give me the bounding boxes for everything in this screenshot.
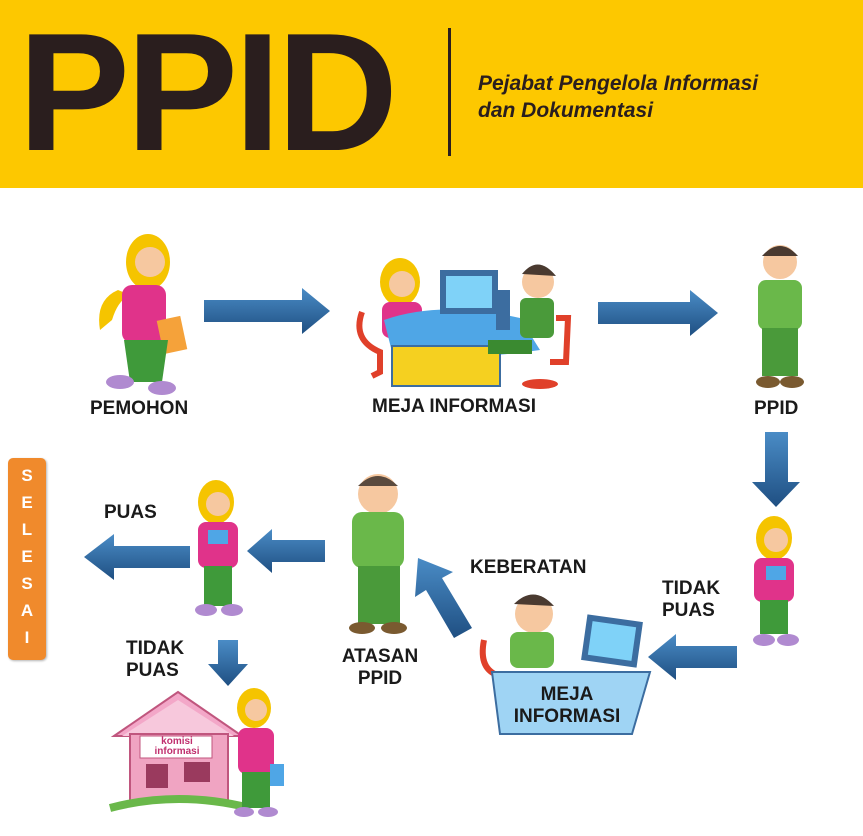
selesai-letter: A [20,601,34,620]
label-meja-informasi-bottom: MEJA INFORMASI [492,684,642,728]
label-tidak-puas-left-line-1: TIDAK [126,638,185,659]
ppid-figure [756,245,804,388]
komisi-informasi-sign: komisi informasi [142,737,212,757]
label-meja-informasi-bottom-line-1: MEJA [540,684,594,705]
arrow-meja-to-ppid [598,290,718,336]
arrow-atasan-to-person [247,529,325,573]
label-meja-informasi-bottom-line-2: INFORMASI [513,706,621,727]
tagline: Pejabat Pengelola Informasi dan Dokument… [478,70,758,124]
komisi-sign-line-1: komisi [161,736,193,747]
meja-informasi-top-figure [356,258,572,389]
selesai-letter: S [21,574,33,593]
komisi-informasi-building [108,690,251,812]
label-tidak-puas-left: TIDAK PUAS [126,638,184,682]
atasan-ppid-figure [349,474,407,634]
selesai-letter: I [24,628,30,647]
header-banner: PPID Pejabat Pengelola Informasi dan Dok… [0,0,863,188]
pemohon-komisi-figure [234,688,284,817]
label-tidak-puas-right-line-1: TIDAK [662,578,721,599]
komisi-sign-line-2: informasi [154,746,200,757]
selesai-letter: E [21,493,33,512]
tagline-line-2: dan Dokumentasi [478,99,654,122]
label-tidak-puas-right-line-2: PUAS [662,600,715,621]
banner-divider [448,28,451,156]
arrow-tidak-puas-down [208,640,248,686]
label-atasan-ppid-line-2: PPID [357,668,403,689]
selesai-letter: S [21,466,33,485]
meja-informasi-bottom-figure [479,594,652,735]
selesai-letter: E [21,547,33,566]
label-meja-informasi-top: MEJA INFORMASI [372,396,536,417]
arrow-to-meja-bottom [648,634,737,680]
label-atasan-ppid: ATASAN PPID [330,646,430,690]
pemohon-tidak-puas-figure [753,516,799,646]
tagline-line-1: Pejabat Pengelola Informasi [478,72,759,95]
ppid-logo: PPID [18,0,398,186]
arrow-keberatan [415,558,472,638]
label-tidak-puas-right: TIDAK PUAS [662,578,720,622]
pemohon-figure [99,234,188,395]
label-atasan-ppid-line-1: ATASAN [341,646,419,667]
arrow-to-selesai [84,534,190,580]
label-ppid: PPID [754,398,799,419]
arrow-ppid-down [752,432,800,507]
label-puas: PUAS [104,502,157,523]
label-tidak-puas-left-line-2: PUAS [126,660,179,681]
selesai-tab: S E L E S A I [8,458,46,660]
pemohon-puas-figure [195,480,243,616]
label-keberatan: KEBERATAN [470,557,587,578]
label-pemohon: PEMOHON [90,398,189,419]
arrow-pemohon-to-meja [204,288,330,334]
selesai-letter: L [21,520,33,539]
